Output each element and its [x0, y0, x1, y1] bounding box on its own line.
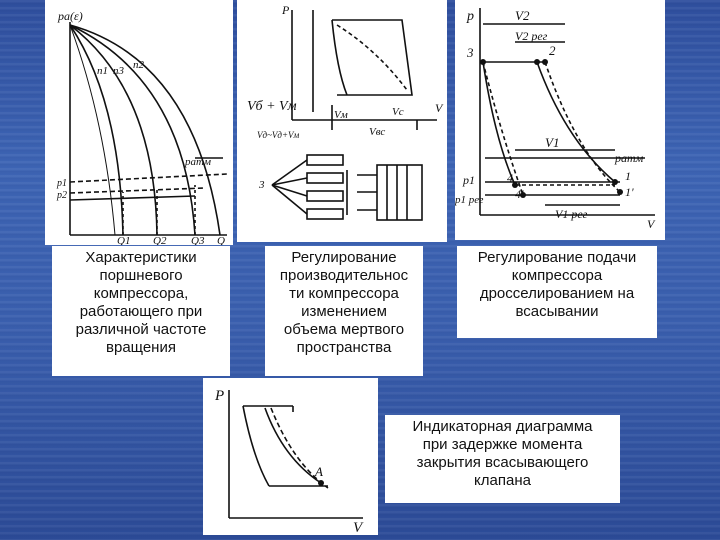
vc-label: Vc: [392, 106, 404, 118]
v1reg-label: V1 рег: [555, 207, 588, 221]
n3-label: n2: [133, 59, 145, 71]
throttling-diagram-panel: p V V2 V2 рег 3 2 V1 pатм p1 p1 рег 1 1'…: [455, 0, 665, 240]
v1-label: V1: [545, 135, 559, 150]
volume-sum-label: Vб + Vм: [247, 99, 297, 114]
q3-label: Q3: [191, 235, 205, 245]
q-axis-label: Q: [217, 235, 225, 245]
point-2-label: 2: [549, 43, 556, 58]
point-4prime-label: 4': [515, 187, 524, 201]
p-axis-label: P: [214, 388, 224, 404]
caption-dead-volume: Регулирование производительнос ти компре…: [265, 246, 423, 376]
point-3-label: 3: [466, 45, 474, 60]
point-1prime-label: 1': [625, 185, 634, 199]
indicator-diagram-panel: P V A: [203, 378, 378, 535]
dead-volume-diagram-panel: P V Vб + Vм Vм Vc Vвс Vд~Vд+Vм 3: [237, 0, 447, 242]
caption-indicator: Индикаторная диаграмма при задержке моме…: [385, 415, 620, 503]
dead-volume-diagram: P V Vб + Vм Vм Vc Vвс Vд~Vд+Vм 3: [247, 3, 444, 221]
vbc-label: Vвс: [369, 126, 385, 138]
p1reg-label: p1 рег: [455, 194, 484, 206]
caption-characteristics: Характеристики поршневого компрессора, р…: [52, 246, 230, 376]
v-axis-label: V: [435, 101, 444, 115]
q2-label: Q2: [153, 235, 167, 245]
p1-label: p1: [462, 173, 475, 187]
p-axis-label: pa(ε): [57, 9, 83, 23]
v-axis-label: V: [647, 217, 656, 231]
p2-label: p2: [56, 190, 67, 201]
caption-throttling: Регулирование подачи компрессора дроссел…: [457, 246, 657, 338]
point-a-label: A: [314, 464, 323, 479]
p1-label: p1: [56, 178, 67, 189]
v2reg-label: V2 рег: [515, 29, 548, 43]
n2-label: n3: [113, 65, 125, 77]
characteristics-diagram: pa(ε) n1 n3 n2 pатм p1 p2 Q1 Q2 Q3 Q: [56, 9, 228, 245]
number-3-label: 3: [258, 179, 265, 191]
q1-label: Q1: [117, 235, 130, 245]
patm-label: pатм: [184, 156, 211, 168]
indicator-diagram: P V A: [214, 388, 364, 535]
point-4-label: 4: [507, 171, 513, 185]
throttling-diagram: p V V2 V2 рег 3 2 V1 pатм p1 p1 рег 1 1'…: [455, 8, 656, 231]
v2-label: V2: [515, 8, 530, 23]
point-1-label: 1: [625, 169, 631, 183]
p-axis-label: p: [466, 9, 474, 24]
small-volume-label: Vд~Vд+Vм: [257, 130, 300, 140]
patm-label: pатм: [614, 151, 644, 165]
characteristics-diagram-panel: pa(ε) n1 n3 n2 pатм p1 p2 Q1 Q2 Q3 Q: [45, 0, 233, 245]
p-axis-label: P: [281, 3, 290, 17]
v-axis-label: V: [353, 520, 364, 535]
vm-label: Vм: [334, 109, 348, 121]
n1-label: n1: [97, 65, 108, 77]
